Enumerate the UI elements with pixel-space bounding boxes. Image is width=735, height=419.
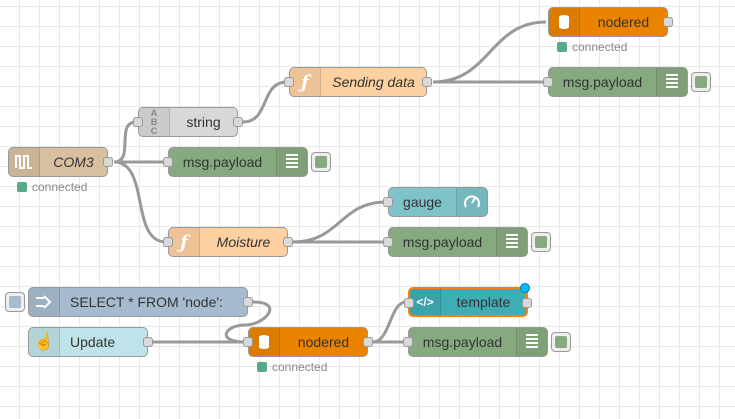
input-port[interactable] xyxy=(163,157,173,167)
node-label: nodered xyxy=(597,14,650,30)
output-port[interactable] xyxy=(422,77,432,87)
status-indicator xyxy=(17,182,27,192)
database-node-nodered-bottom[interactable]: nodered xyxy=(243,327,373,357)
wire-sending-nodered xyxy=(432,20,547,84)
code-icon: </> xyxy=(410,289,441,315)
function-icon: ƒ xyxy=(169,228,200,256)
serial-port-icon xyxy=(9,148,40,176)
output-port[interactable] xyxy=(663,17,673,27)
node-status: connected xyxy=(257,360,327,374)
node-label: msg.payload xyxy=(402,234,483,250)
node-label: Moisture xyxy=(216,234,271,250)
status-indicator xyxy=(257,362,267,372)
database-icon xyxy=(249,328,280,356)
input-port[interactable] xyxy=(284,77,294,87)
node-label: Update xyxy=(70,334,116,350)
function-icon: ƒ xyxy=(290,68,321,96)
input-port[interactable] xyxy=(243,337,253,347)
debug-toggle-button[interactable] xyxy=(531,232,551,252)
node-label: msg.payload xyxy=(422,334,503,350)
debug-bars-icon xyxy=(516,328,547,356)
input-port[interactable] xyxy=(403,337,413,347)
wire-nodered-template xyxy=(372,300,407,344)
output-port[interactable] xyxy=(243,297,253,307)
function-node-sending-data[interactable]: ƒ Sending data xyxy=(284,67,432,97)
input-port[interactable] xyxy=(543,77,553,87)
output-port[interactable] xyxy=(283,237,293,247)
inject-trigger-button[interactable] xyxy=(5,292,25,312)
input-port[interactable] xyxy=(163,237,173,247)
node-label: SELECT * FROM 'node': xyxy=(70,294,223,310)
gauge-icon xyxy=(456,188,487,216)
gauge-node[interactable]: gauge xyxy=(383,187,488,217)
inject-node-select[interactable]: SELECT * FROM 'node': xyxy=(5,287,253,317)
input-port[interactable] xyxy=(383,197,393,207)
node-status: connected xyxy=(557,40,627,54)
debug-bars-icon xyxy=(496,228,527,256)
changed-indicator xyxy=(520,283,530,293)
database-node-nodered-top[interactable]: nodered xyxy=(548,7,673,37)
function-node-moisture[interactable]: ƒ Moisture xyxy=(163,227,293,257)
wire-com3-moisture xyxy=(113,160,167,244)
node-status: connected xyxy=(17,180,87,194)
status-indicator xyxy=(557,42,567,52)
wire-com3-string xyxy=(113,120,137,164)
node-label: msg.payload xyxy=(562,74,643,90)
input-port[interactable] xyxy=(404,298,414,308)
node-label: COM3 xyxy=(53,154,94,170)
debug-node-msg-payload[interactable]: msg.payload xyxy=(163,147,331,177)
template-node[interactable]: </> template xyxy=(404,283,532,317)
debug-toggle-button[interactable] xyxy=(691,72,711,92)
database-icon xyxy=(549,8,580,36)
inject-arrow-icon xyxy=(29,288,60,316)
node-label: template xyxy=(456,294,511,310)
input-port[interactable] xyxy=(133,117,143,127)
node-label: msg.payload xyxy=(182,154,263,170)
wire-string-sending xyxy=(242,80,288,124)
debug-bars-icon xyxy=(276,148,307,176)
button-node-update[interactable]: ☝ Update xyxy=(28,327,153,357)
node-label: string xyxy=(186,114,221,130)
node-label: gauge xyxy=(403,194,442,210)
debug-bars-icon xyxy=(656,68,687,96)
node-label: Sending data xyxy=(332,74,415,90)
debug-node-msg-payload[interactable]: msg.payload xyxy=(383,227,551,257)
debug-toggle-button[interactable] xyxy=(551,332,571,352)
output-port[interactable] xyxy=(103,157,113,167)
debug-node-msg-payload[interactable]: msg.payload xyxy=(403,327,571,357)
output-port[interactable] xyxy=(143,337,153,347)
output-port[interactable] xyxy=(522,298,532,308)
serial-in-node-com3[interactable]: COM3 xyxy=(8,147,113,177)
wire-select-nodered xyxy=(224,300,272,344)
debug-toggle-button[interactable] xyxy=(311,152,331,172)
output-port[interactable] xyxy=(233,117,243,127)
debug-node-msg-payload[interactable]: msg.payload xyxy=(543,67,711,97)
output-port[interactable] xyxy=(363,337,373,347)
input-port[interactable] xyxy=(383,237,393,247)
wire-moisture-gauge xyxy=(292,200,387,244)
node-label: nodered xyxy=(297,334,350,350)
hand-pointer-icon: ☝ xyxy=(29,328,60,356)
